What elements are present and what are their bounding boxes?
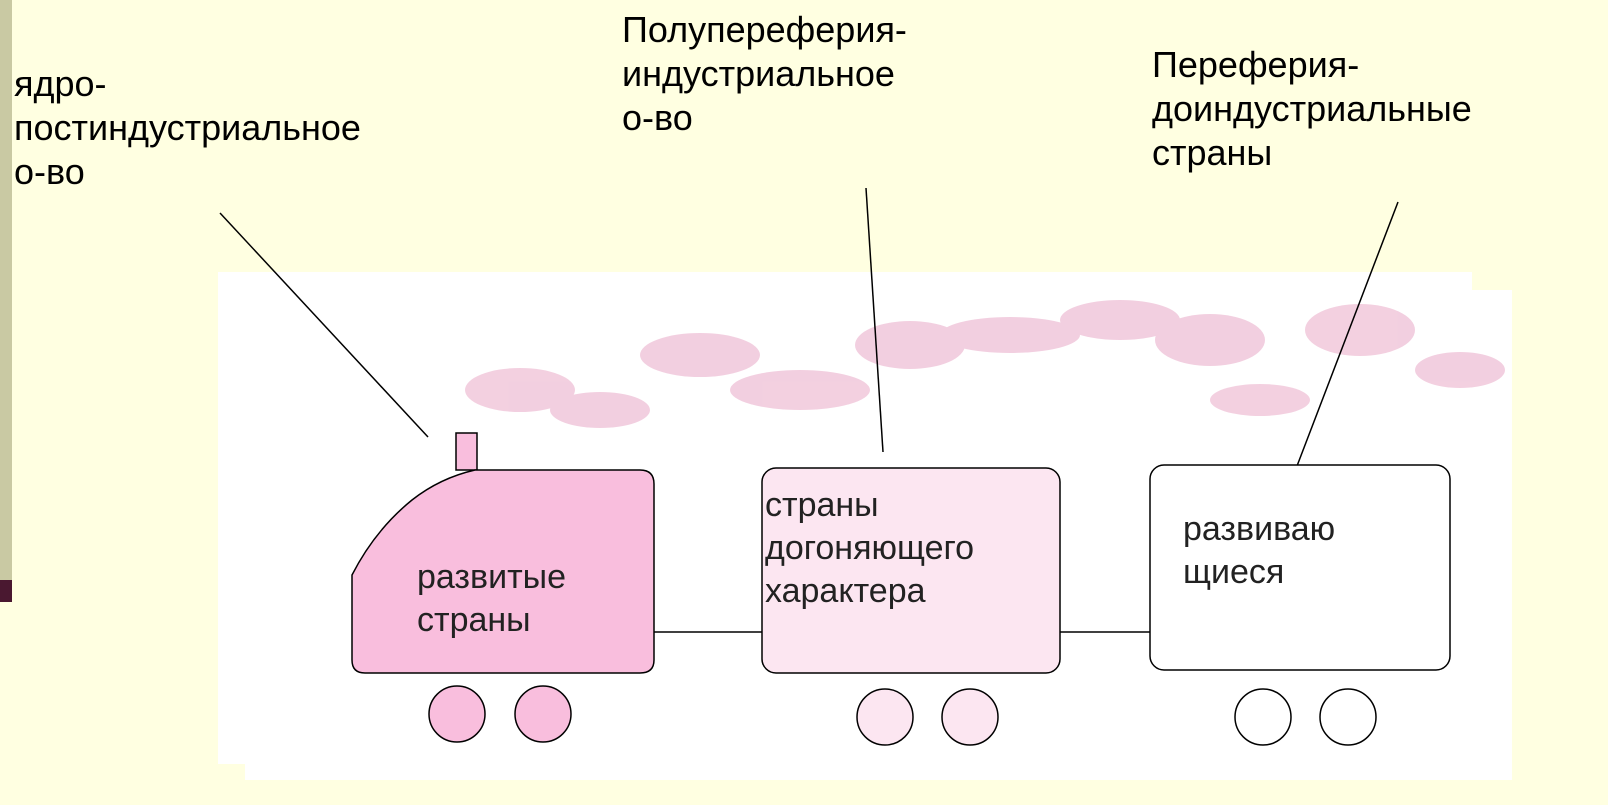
last-car-body [1149, 464, 1451, 671]
label-periphery: Переферия- доиндустриальные страны [1152, 44, 1472, 173]
locomotive-wheel-2 [514, 685, 572, 743]
middle-car-wheel-2 [941, 688, 999, 746]
slide-left-bar [0, 0, 12, 580]
smoke-cloud [465, 300, 1505, 428]
locomotive-wheel-1 [428, 685, 486, 743]
label-semi-periphery: Полупереферия- индустриальное о-во [622, 9, 907, 138]
middle-car-body [761, 467, 1061, 674]
last-car-wheel-2 [1319, 688, 1377, 746]
train-picture-panel-bottom [245, 764, 1512, 780]
pointer-line-semi-periphery [865, 187, 884, 453]
middle-car-wheel-1 [856, 688, 914, 746]
locomotive-chimney [455, 432, 478, 471]
middle-car-text: страны догоняющего характера [765, 486, 975, 610]
slide-left-accent [0, 580, 12, 602]
locomotive-body [351, 469, 655, 674]
pointer-line-core [219, 212, 429, 438]
last-car-wheel-1 [1234, 688, 1292, 746]
last-car-text: развиваю щиеся [1183, 510, 1336, 591]
locomotive-text: развитые страны [417, 558, 566, 639]
label-core: ядро- постиндустриальное о-во [14, 63, 361, 192]
pointer-line-periphery [1296, 201, 1399, 467]
